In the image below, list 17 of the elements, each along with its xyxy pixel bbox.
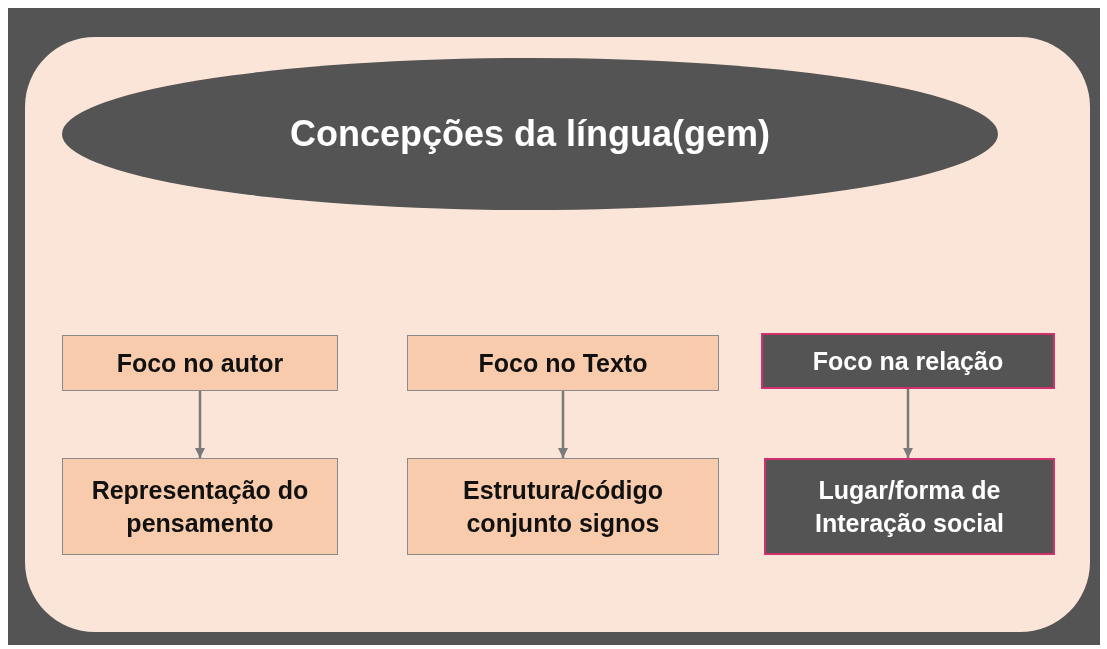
rounded-panel	[25, 37, 1090, 632]
title-text: Concepções da língua(gem)	[289, 111, 771, 156]
node-label: Estrutura/código conjunto signos	[462, 475, 664, 539]
node-label: Foco no autor	[116, 347, 284, 379]
node-label: Lugar/forma de Interação social	[814, 475, 1005, 539]
concept-box	[62, 458, 338, 555]
arrow	[558, 391, 568, 458]
arrow	[903, 389, 913, 458]
node-label: Foco no Texto	[478, 347, 648, 379]
concept-box	[62, 335, 338, 391]
arrow	[195, 391, 205, 458]
concept-box	[764, 458, 1055, 555]
node-label: Representação do pensamento	[90, 475, 310, 539]
concept-box	[761, 333, 1055, 389]
node-label: Foco na relação	[812, 345, 1004, 377]
concept-box	[407, 458, 719, 555]
concept-box	[407, 335, 719, 391]
